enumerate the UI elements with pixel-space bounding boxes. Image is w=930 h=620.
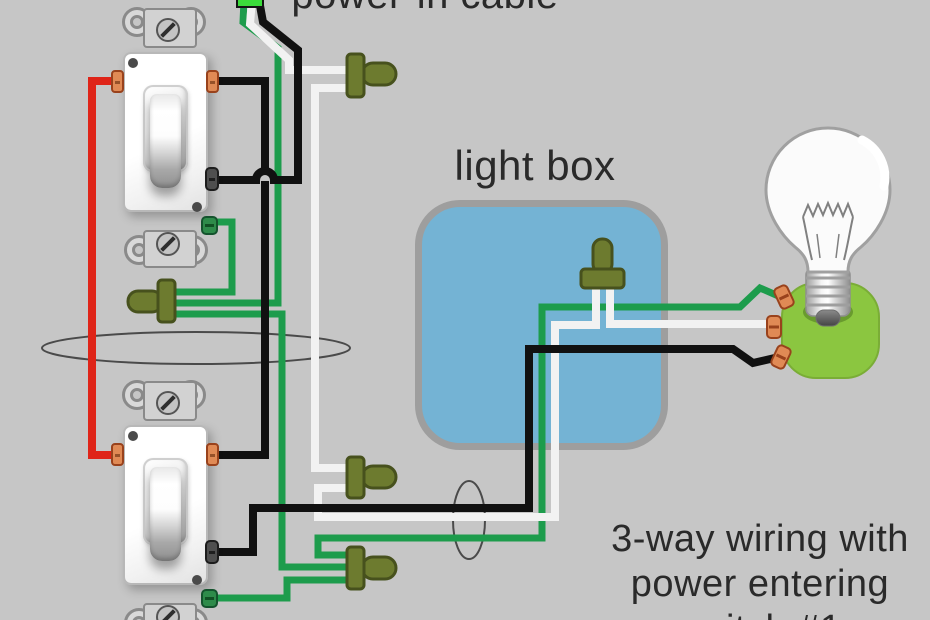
black-hot-wires <box>210 0 780 556</box>
toggle-lever <box>150 94 181 188</box>
body-screw-icon <box>192 575 202 585</box>
wire-nut-left <box>126 278 177 324</box>
socket-terminals <box>766 284 795 370</box>
terminal-common <box>205 167 219 191</box>
sheath-ellipse-horizontal <box>41 331 351 365</box>
terminal-ground <box>201 589 218 608</box>
terminal-ground <box>201 216 218 235</box>
strap-screw-icon <box>156 391 180 415</box>
white-neutral-wires <box>245 0 770 521</box>
toggle-lever <box>150 467 181 561</box>
socket-terminal-green <box>773 284 795 310</box>
bulb-screw-base <box>805 267 851 317</box>
terminal-common <box>205 540 219 564</box>
body-screw-icon <box>128 431 138 441</box>
diagram-caption: 3-way wiring with power entering switch … <box>575 517 930 620</box>
socket-terminal-black <box>770 344 792 370</box>
strap-screw-icon <box>156 18 180 42</box>
wire-nut-top <box>345 52 398 99</box>
power-in-black-wire <box>210 0 302 184</box>
switch-2 <box>105 376 225 620</box>
caption-line-1: 3-way wiring with <box>611 518 909 560</box>
strap-screw-icon <box>156 605 180 620</box>
body-screw-icon <box>128 58 138 68</box>
switch2-to-light-black-wire <box>210 345 780 556</box>
caption-line-3: switch #1 <box>575 607 930 620</box>
caption-line-2: power entering <box>630 563 890 605</box>
light-bulb <box>764 126 892 370</box>
bulb-glass <box>764 126 892 274</box>
wire-nuts <box>126 0 626 591</box>
wire-nut-bottom <box>345 545 398 591</box>
power-in-cable-end <box>236 0 264 8</box>
terminal-traveler-right <box>206 443 219 466</box>
switch-1 <box>105 3 225 293</box>
wire-nut-middle <box>345 455 398 500</box>
strap-screw-icon <box>156 232 180 256</box>
terminal-traveler-left <box>111 443 124 466</box>
body-screw-icon <box>192 202 202 212</box>
red-traveler-wire <box>88 77 116 459</box>
wire-nut-lightbox <box>579 237 626 290</box>
black-traveler-wire <box>210 77 269 459</box>
power-in-cable-label: power-in cable <box>230 0 620 18</box>
bulb-filament <box>802 200 854 261</box>
bulb-base-tip <box>815 309 841 327</box>
glass-highlight <box>857 135 890 191</box>
terminal-traveler-right <box>206 70 219 93</box>
green-ground-wires <box>166 0 785 602</box>
light-box-label: light box <box>454 142 616 189</box>
screw-base-ridges <box>806 276 850 307</box>
socket-terminal-white <box>766 315 782 339</box>
terminal-traveler-left <box>111 70 124 93</box>
